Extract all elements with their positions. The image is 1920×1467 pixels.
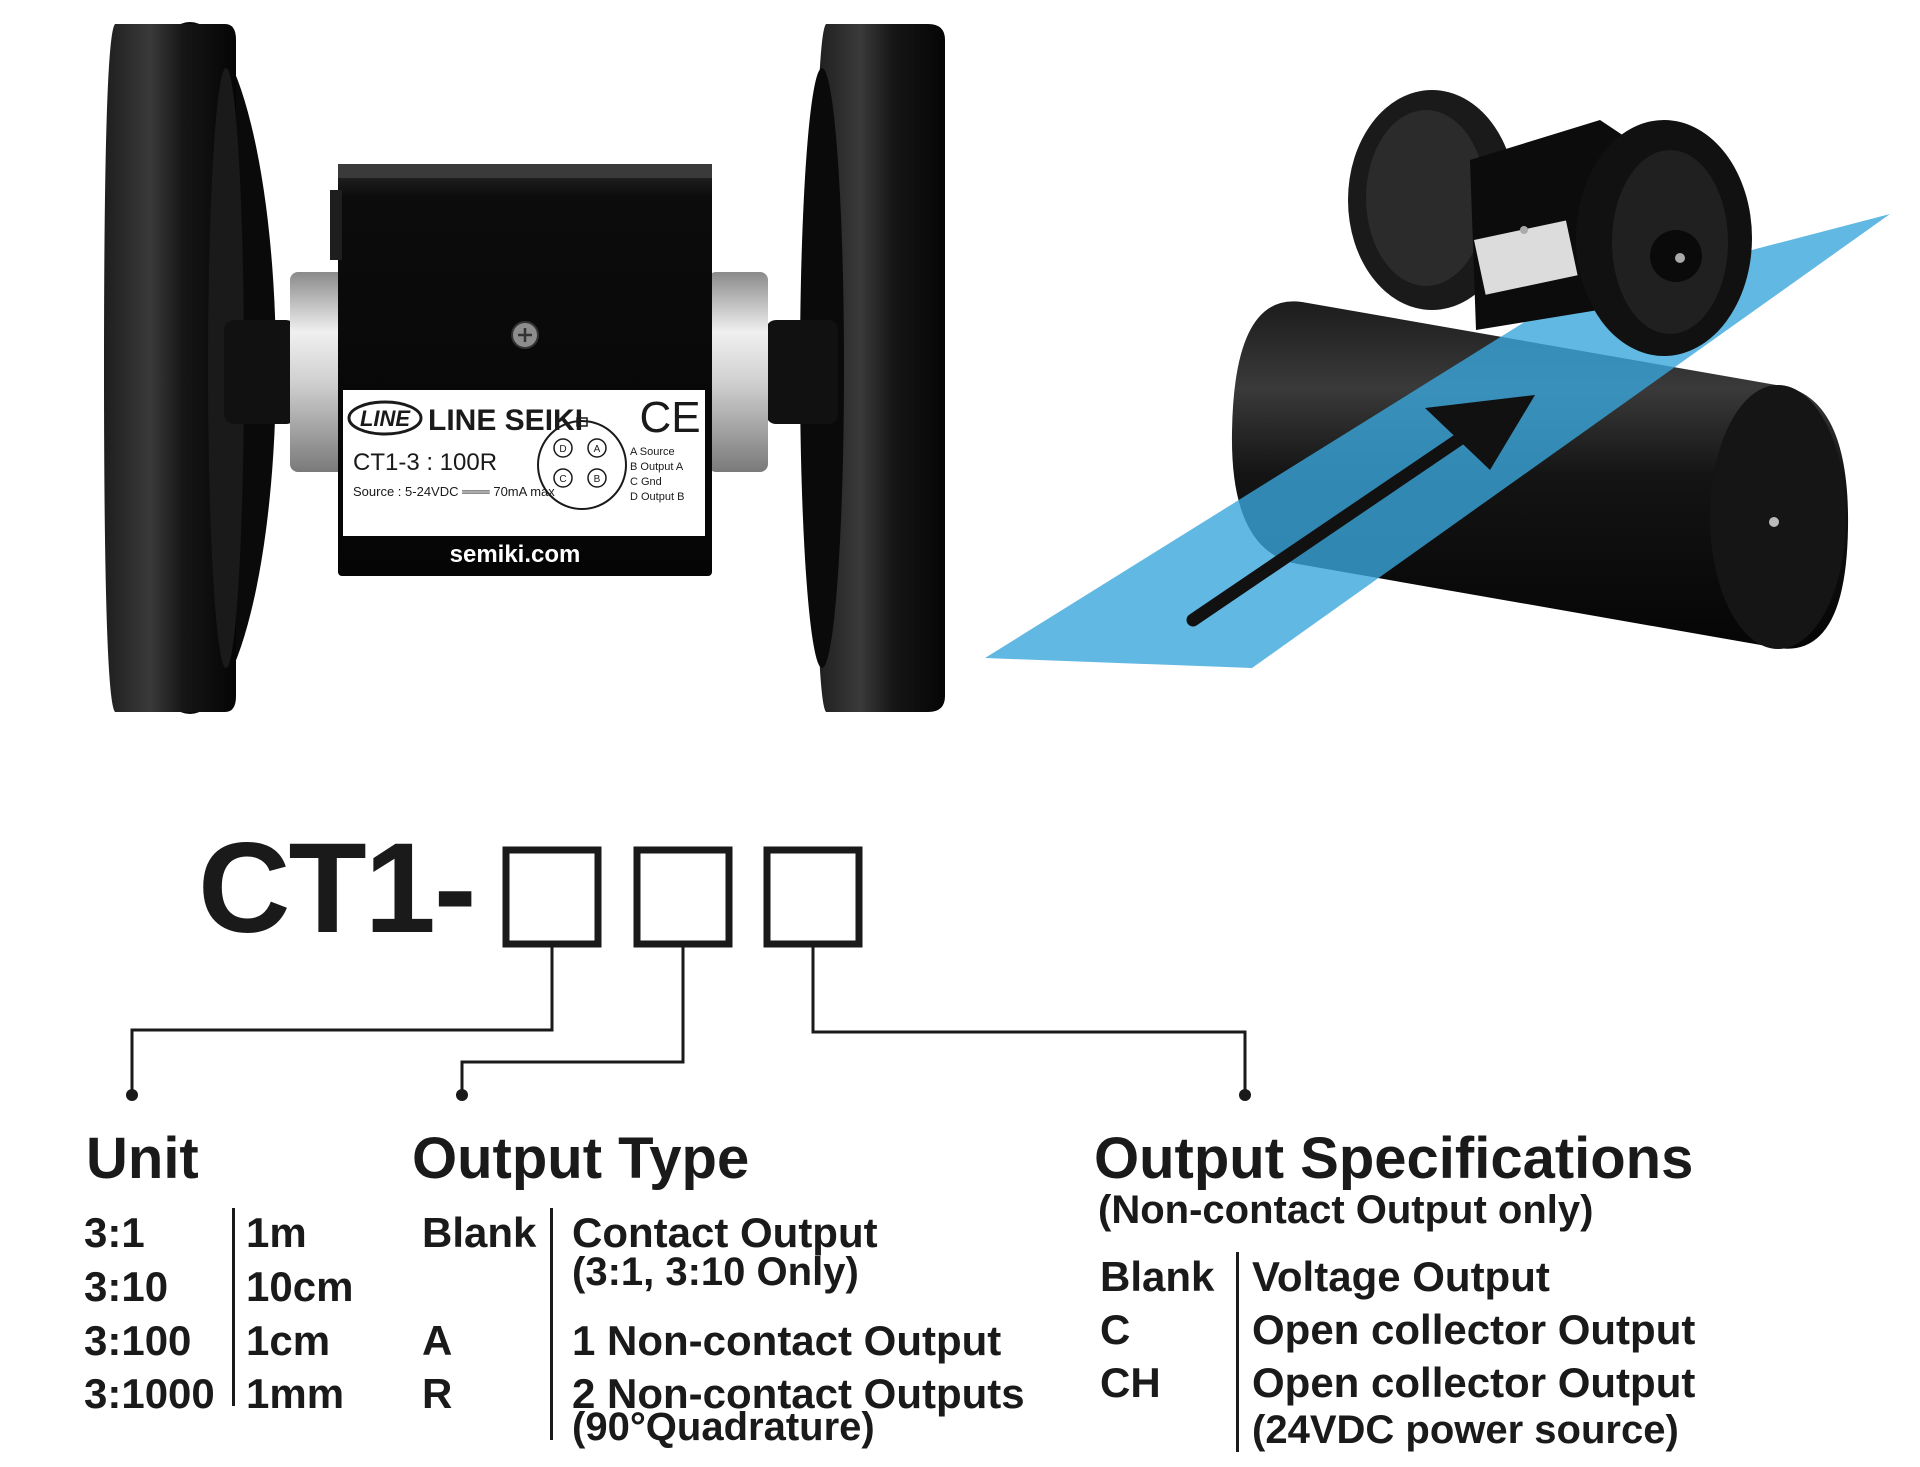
pin-legend-b: B Output A <box>630 461 684 473</box>
feed-direction-arrow <box>1186 425 1477 627</box>
output-specs-desc-2: Open collector Output <box>1252 1306 1696 1353</box>
output-specs-note-3: (24VDC power source) <box>1252 1408 1679 1452</box>
pin-legend-a: A Source <box>630 446 675 458</box>
unit-code-3: 3:100 <box>84 1317 192 1364</box>
left-measuring-wheel <box>104 22 276 714</box>
output-type-title: Output Type <box>412 1126 750 1191</box>
output-type-desc-2: 1 Non-contact Output <box>572 1317 1002 1364</box>
encoder-on-roller <box>1348 90 1752 356</box>
output-type-desc-3: 2 Non-contact Outputs <box>572 1370 1025 1417</box>
unit-title: Unit <box>86 1126 199 1191</box>
pin-legend-c: C Gnd <box>630 476 662 488</box>
output-type-divider <box>550 1208 553 1440</box>
output-specs-desc-1: Voltage Output <box>1252 1253 1550 1300</box>
left-shaft <box>290 272 346 472</box>
code-box-output-specs <box>763 846 863 948</box>
svg-text:C: C <box>559 474 566 485</box>
encoder-front-photo <box>104 22 945 714</box>
product-label-plate <box>343 390 705 536</box>
connector-output-specs <box>811 947 1247 1094</box>
connector-dot-output-type <box>456 1089 468 1101</box>
connector-pinout-icon: D A C B <box>537 417 627 510</box>
output-type-code-3: R <box>422 1370 453 1417</box>
output-specs-desc-3: Open collector Output <box>1252 1359 1696 1406</box>
unit-value-1: 1m <box>246 1209 307 1256</box>
output-type-code-1: Blank <box>422 1209 537 1256</box>
code-box-output-type <box>633 846 733 948</box>
output-type-note-3: (90°Quadrature) <box>572 1405 875 1449</box>
unit-value-2: 10cm <box>246 1263 354 1310</box>
svg-text:D: D <box>559 444 566 455</box>
output-specs-subtitle: (Non-contact Output only) <box>1098 1188 1594 1232</box>
output-type-desc-1: Contact Output <box>572 1209 878 1256</box>
usage-illustration <box>985 90 1890 668</box>
output-specs-code-1: Blank <box>1100 1253 1215 1300</box>
product-label-text: LINE LINE SEIKI CT1-3 : 100R Source : 5-… <box>347 393 701 568</box>
website-text: semiki.com <box>450 541 581 568</box>
connector-dot-unit <box>126 1089 138 1101</box>
output-specs-code-2: C <box>1100 1306 1131 1353</box>
connector-unit <box>130 947 554 1094</box>
model-code-diagram <box>130 846 1247 1094</box>
pin-legend-d: D Output B <box>630 491 684 503</box>
unit-value-4: 1mm <box>246 1370 345 1417</box>
svg-text:A: A <box>594 444 601 455</box>
svg-text:B: B <box>594 474 601 485</box>
unit-code-2: 3:10 <box>84 1263 169 1310</box>
output-specs-title: Output Specifications <box>1094 1126 1694 1191</box>
connector-dot-output-specs <box>1239 1089 1251 1101</box>
output-type-note-1: (3:1, 3:10 Only) <box>572 1250 859 1294</box>
device-model-text: CT1-3 : 100R <box>353 449 497 476</box>
unit-value-3: 1cm <box>246 1317 331 1364</box>
output-type-code-2: A <box>422 1317 453 1364</box>
right-shaft <box>708 272 768 472</box>
code-box-unit <box>502 846 602 948</box>
model-code-prefix: CT1- <box>198 817 476 960</box>
unit-code-1: 3:1 <box>84 1209 145 1256</box>
unit-code-4: 3:1000 <box>84 1370 215 1417</box>
source-spec-text: Source : 5-24VDC ═══ 70mA max <box>353 484 555 499</box>
ce-mark: CE <box>639 393 700 442</box>
unit-divider <box>232 1208 235 1406</box>
brand-logo: LINE <box>347 400 423 436</box>
output-specs-code-3: CH <box>1100 1359 1161 1406</box>
connector-output-type <box>460 947 685 1094</box>
brand-name: LINE SEIKI <box>428 404 583 437</box>
logo-text: LINE <box>360 406 411 431</box>
output-specs-divider <box>1236 1252 1239 1452</box>
